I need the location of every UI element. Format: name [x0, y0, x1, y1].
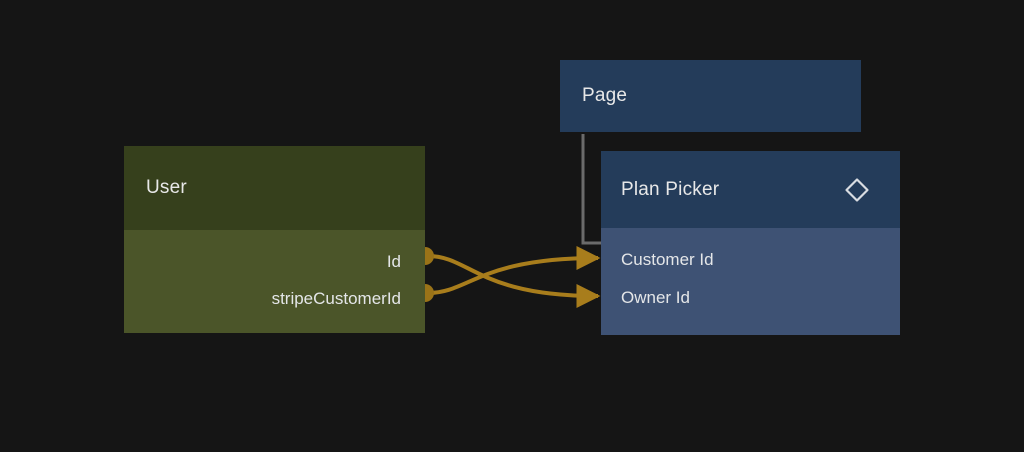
field-plan-picker-customer-id[interactable]: Customer Id — [621, 249, 714, 269]
edge-stripecustomerid-to-customer-id — [427, 246, 601, 295]
edge-id-to-owner-id — [427, 254, 601, 308]
field-user-id[interactable]: Id — [386, 251, 401, 271]
node-plan-picker-title: Plan Picker — [621, 178, 720, 200]
node-plan-picker[interactable]: Plan Picker Customer Id Owner Id — [601, 151, 900, 335]
node-plan-picker-body: Customer Id Owner Id — [601, 228, 900, 335]
node-page-header: Page — [560, 60, 861, 132]
node-page-title: Page — [582, 85, 628, 106]
node-user-header: User — [124, 146, 425, 230]
diamond-icon — [844, 177, 870, 203]
field-user-stripecustomerid[interactable]: stripeCustomerId — [271, 288, 401, 308]
node-user[interactable]: User Id stripeCustomerId — [124, 146, 425, 333]
node-user-body: Id stripeCustomerId — [124, 230, 425, 333]
edge-page-to-plan-picker — [581, 134, 601, 245]
node-page[interactable]: Page — [560, 60, 861, 132]
node-user-title: User — [146, 177, 187, 198]
node-plan-picker-header: Plan Picker — [601, 151, 900, 228]
field-plan-picker-owner-id[interactable]: Owner Id — [621, 287, 690, 307]
